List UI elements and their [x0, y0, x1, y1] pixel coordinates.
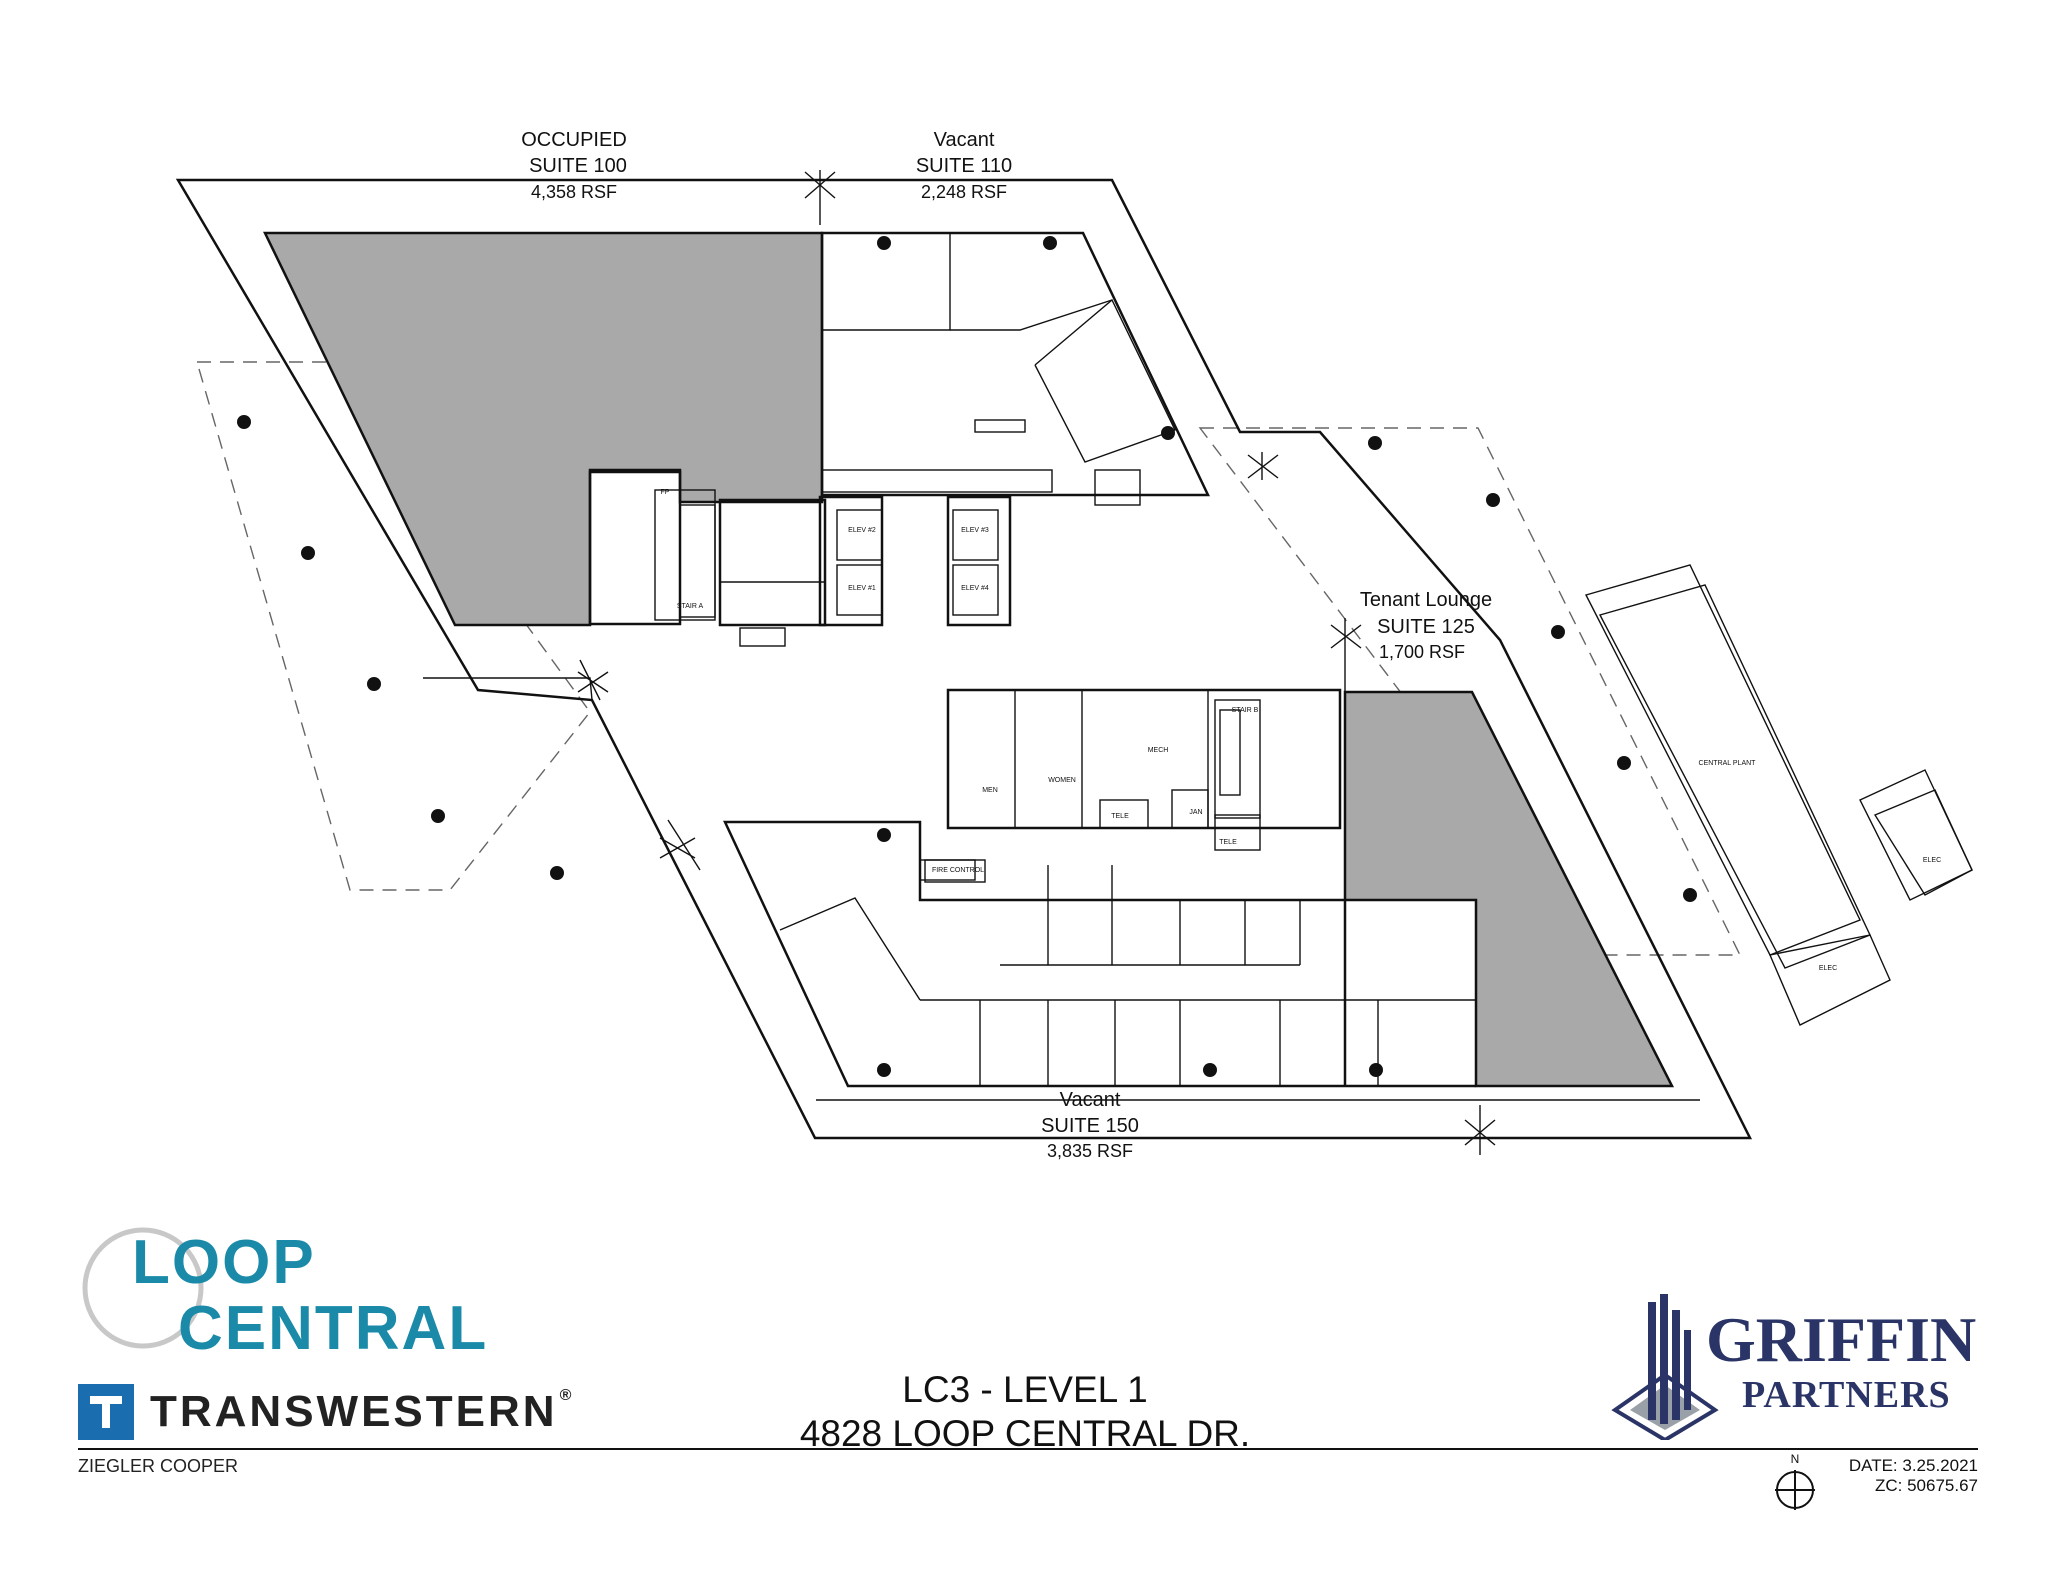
suite-125-status: Tenant Lounge — [1360, 589, 1492, 611]
suite-150-rooms — [723, 820, 1476, 1088]
men-label: MEN — [982, 787, 998, 794]
suite-150-label: Vacant SUITE 150 3,835 RSF — [1041, 1089, 1139, 1161]
column-grid-west — [196, 361, 591, 891]
suite-150-status: Vacant — [1060, 1089, 1121, 1111]
suite-110-rooms — [820, 231, 1210, 506]
suite-125-area-text: 1,700 RSF — [1379, 642, 1465, 662]
sheet-title: LC3 - LEVEL 1 4828 LOOP CENTRAL DR. — [700, 1368, 1350, 1456]
suite-110-status: Vacant — [934, 129, 995, 151]
women-label: WOMEN — [1048, 777, 1076, 784]
central-plant — [1584, 564, 1973, 1026]
core-south — [919, 688, 1342, 881]
loop-central-logo: LOOP CENTRAL — [70, 1218, 590, 1388]
sheet-date: DATE: 3.25.2021 — [1848, 1456, 1978, 1475]
suite-divider-marks — [577, 170, 1496, 1155]
suite-110-area-text: 2,248 RSF — [921, 182, 1007, 202]
griffin-tower-icon — [1611, 1294, 1719, 1440]
title-block-rule — [78, 1448, 1978, 1450]
elec-label: ELEC — [1923, 857, 1941, 864]
griffin-partners-logo: GRIFFIN PARTNERS — [1610, 1290, 1980, 1440]
elev-2-label: ELEV #2 — [848, 527, 876, 534]
suite-150-area-text: 3,835 RSF — [1047, 1141, 1133, 1161]
elev-1-label: ELEV #1 — [848, 585, 876, 592]
suite-100-area-text: 4,358 RSF — [531, 182, 617, 202]
elec-2-label: ELEC — [1819, 965, 1837, 972]
north-arrow-icon: N — [1775, 1452, 1815, 1510]
elev-4-label: ELEV #4 — [961, 585, 989, 592]
suite-125-name: SUITE 125 — [1377, 616, 1475, 638]
sheet-meta: DATE: 3.25.2021 ZC: 50675.67 — [1849, 1456, 1978, 1496]
transwestern-mark-icon — [78, 1384, 134, 1440]
sheet-title-line-1: LC3 - LEVEL 1 — [902, 1369, 1148, 1410]
sheet-title-line-2: 4828 LOOP CENTRAL DR. — [799, 1413, 1251, 1454]
suite-150-name: SUITE 150 — [1041, 1115, 1139, 1137]
building-outline — [175, 178, 1753, 1140]
suite-110-name: SUITE 110 — [916, 155, 1012, 177]
room-labels: ELEV #2 ELEV #1 ELEV #3 ELEV #4 STAIR A … — [661, 489, 1942, 972]
partners-word: PARTNERS — [1742, 1374, 1951, 1416]
stair-a-label: STAIR A — [677, 603, 704, 610]
ziegler-cooper-credit: ZIEGLER COOPER — [78, 1456, 239, 1476]
suite-100-status: OCCUPIED — [521, 129, 627, 151]
mech-label: MECH — [1148, 747, 1169, 754]
fire-control-label: FIRE CONTROL — [932, 867, 984, 874]
central-word: CENTRAL — [178, 1294, 489, 1363]
suite-100-label: OCCUPIED SUITE 100 4,358 RSF — [521, 129, 627, 202]
elev-3-label: ELEV #3 — [961, 527, 989, 534]
griffin-word: GRIFFIN — [1706, 1304, 1977, 1375]
loop-circle-icon — [82, 1227, 204, 1349]
suite-100-name: SUITE 100 — [529, 155, 627, 177]
sheet-zc: ZC: 50675.67 — [1874, 1476, 1978, 1495]
fp-label: FP — [661, 489, 670, 496]
suite-125-label: Tenant Lounge SUITE 125 1,700 RSF — [1360, 589, 1492, 662]
central-plant-label: CENTRAL PLANT — [1699, 760, 1757, 767]
suite-110-label: Vacant SUITE 110 2,248 RSF — [916, 129, 1012, 202]
jan-label: JAN — [1189, 809, 1202, 816]
building-inner-line — [423, 677, 593, 701]
stair-b-label: STAIR B — [1232, 707, 1259, 714]
tele-2-label: TELE — [1219, 839, 1237, 846]
column-markers — [237, 236, 1697, 1077]
north-label: N — [1791, 1452, 1800, 1466]
registered-mark: ® — [559, 1387, 575, 1404]
transwestern-word: TRANSWESTERN® — [150, 1387, 575, 1436]
loop-word: LOOP — [132, 1228, 316, 1297]
suite-100-area — [263, 231, 824, 627]
core-north — [588, 470, 1012, 647]
tele-label: TELE — [1111, 813, 1129, 820]
suite-125-area — [1343, 690, 1675, 1088]
transwestern-logo: TRANSWESTERN® — [78, 1382, 574, 1442]
